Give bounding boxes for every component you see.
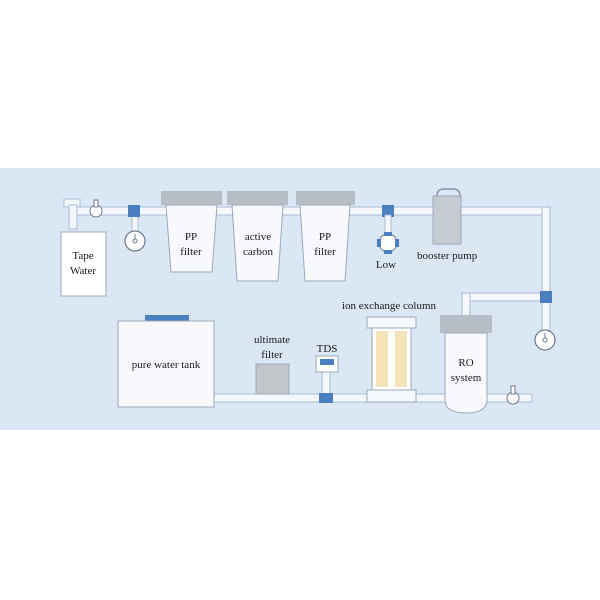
pp-filter-2-label-2: filter xyxy=(314,246,336,258)
tape-water-label-2: Water xyxy=(70,265,96,277)
pure-water-tank: pure water tank xyxy=(117,315,215,408)
pp-filter-1-label-1: PP xyxy=(185,231,197,243)
pipe-ro-branch xyxy=(467,292,551,302)
pp-filter-1-cap xyxy=(161,191,222,205)
low-pressure-switch-icon xyxy=(377,214,399,254)
tape-water-box xyxy=(60,231,107,297)
inlet-elbow xyxy=(68,204,78,230)
pipe-connector xyxy=(540,291,552,303)
valve-icon xyxy=(506,385,520,405)
pure-water-tank-lid xyxy=(145,315,189,321)
ro-system-cap xyxy=(440,315,492,333)
tds-label: TDS xyxy=(317,343,338,355)
pipe-tds-stem xyxy=(321,371,331,397)
pure-water-tank-label: pure water tank xyxy=(132,359,201,371)
tape-water-unit: Tape Water xyxy=(60,198,107,297)
active-carbon-filter: active carbon xyxy=(227,191,288,282)
faucet-icon xyxy=(89,199,103,218)
low-label: Low xyxy=(376,259,396,271)
tape-water-label-1: Tape xyxy=(72,250,93,262)
pp-filter-2: PP filter xyxy=(296,191,355,282)
pipe-right-vertical xyxy=(541,206,551,336)
ultimate-filter-label-1: ultimate xyxy=(254,334,290,346)
tds-meter xyxy=(315,355,339,373)
booster-pump-label: booster pump xyxy=(417,250,478,262)
ion-exchange-label: ion exchange column xyxy=(342,300,437,312)
active-carbon-label-2: carbon xyxy=(243,246,273,258)
pipe-connector xyxy=(382,205,394,217)
pipe-connector xyxy=(319,393,333,403)
ultimate-filter xyxy=(255,363,290,395)
active-carbon-cap xyxy=(227,191,288,205)
pressure-gauge-icon xyxy=(124,214,146,252)
ultimate-filter-label-2: filter xyxy=(261,349,283,361)
pressure-gauge-icon xyxy=(534,329,556,351)
active-carbon-label-1: active xyxy=(245,231,271,243)
booster-pump: booster pump xyxy=(417,188,478,262)
pipe-connector xyxy=(128,205,140,217)
ro-system-label-2: system xyxy=(451,372,482,384)
pp-filter-1: PP filter xyxy=(161,191,222,273)
ro-system-label-1: RO xyxy=(458,357,473,369)
pp-filter-2-cap xyxy=(296,191,355,205)
pp-filter-2-label-1: PP xyxy=(319,231,331,243)
ion-exchange-column xyxy=(366,316,417,403)
ro-system: RO system xyxy=(440,315,492,414)
pp-filter-1-label-2: filter xyxy=(180,246,202,258)
